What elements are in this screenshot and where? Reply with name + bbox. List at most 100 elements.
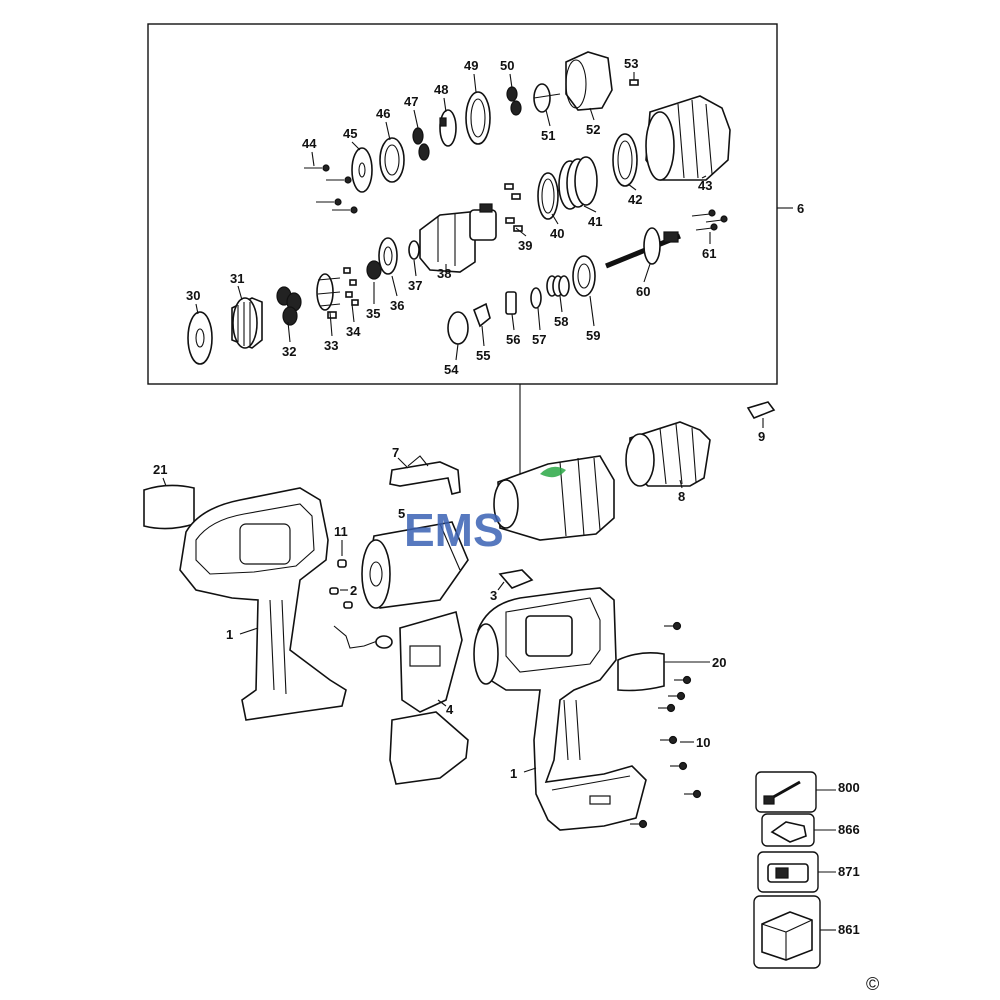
label-5: 5	[398, 506, 405, 521]
part-59-ring	[572, 255, 596, 297]
copyright-symbol: ©	[866, 974, 879, 994]
label-49: 49	[464, 58, 478, 73]
label-21: 21	[153, 462, 167, 477]
part-61-screws	[691, 209, 728, 231]
part-56-lever	[505, 291, 517, 315]
part-33-carrier	[316, 273, 341, 319]
part-57-washer	[530, 287, 542, 309]
label-6: 6	[797, 201, 804, 216]
part-47-planet-gears	[412, 127, 430, 161]
part-20-label-plate	[617, 652, 710, 692]
watermark-logo: EMS	[404, 466, 566, 556]
label-36: 36	[390, 298, 404, 313]
part-60-spindle	[605, 227, 681, 269]
part-53-pin	[629, 79, 639, 86]
label-4: 4	[446, 702, 454, 717]
label-60: 60	[636, 284, 650, 299]
gearbox-labels: 6 30 31 32 33 34 35 36 37 38 39 40 41 42…	[186, 56, 804, 377]
part-8-chuck	[625, 421, 711, 489]
part-40-ring	[537, 172, 559, 220]
part-49-ring-gear	[465, 91, 491, 145]
label-20: 20	[712, 655, 726, 670]
label-43: 43	[698, 178, 712, 193]
part-37-small-washer	[408, 240, 420, 260]
part-1-left-housing	[179, 487, 347, 721]
label-45: 45	[343, 126, 357, 141]
part-41-spring-rings	[558, 156, 598, 210]
kit-item-800: 800	[755, 771, 860, 813]
label-46: 46	[376, 106, 390, 121]
label-53: 53	[624, 56, 638, 71]
label-47: 47	[404, 94, 418, 109]
label-1-body: 1	[510, 766, 517, 781]
part-52-housing-cup	[565, 51, 613, 111]
part-21-label-plate	[143, 477, 195, 530]
label-866: 866	[838, 822, 860, 837]
label-871: 871	[838, 864, 860, 879]
label-37: 37	[408, 278, 422, 293]
gearbox-frame	[147, 23, 778, 385]
label-3: 3	[490, 588, 497, 603]
body-labels: 21 1 11 2 7 5 3 4 8 9 20 10 1	[153, 429, 765, 781]
part-4-switch	[333, 610, 469, 785]
part-43-clutch-collar	[645, 95, 731, 181]
part-3-clip	[497, 569, 534, 591]
label-59: 59	[586, 328, 600, 343]
label-50: 50	[500, 58, 514, 73]
label-34: 34	[346, 324, 361, 339]
part-48-carrier	[439, 109, 457, 147]
watermark-text-ems: EMS	[404, 504, 504, 556]
part-38-gear-housing	[419, 203, 497, 273]
part-54-circlip	[447, 311, 469, 345]
label-54: 54	[444, 362, 459, 377]
part-46-ring	[379, 137, 405, 183]
part-45-washer	[351, 147, 373, 193]
part-10-screws	[630, 621, 702, 829]
part-1-drill-body	[473, 587, 647, 831]
label-800: 800	[838, 780, 860, 795]
part-32-planet-gears	[276, 286, 302, 326]
gearbox-leaders	[195, 72, 711, 361]
part-11-2-screws	[329, 540, 353, 609]
part-5-motor	[361, 521, 469, 609]
part-42-gear-ring	[612, 133, 638, 187]
part-50-planet-gears	[506, 86, 522, 116]
label-44: 44	[302, 136, 317, 151]
label-32: 32	[282, 344, 296, 359]
label-56: 56	[506, 332, 520, 347]
label-38: 38	[437, 266, 451, 281]
label-52: 52	[586, 122, 600, 137]
label-9: 9	[758, 429, 765, 444]
kit-item-866: 866	[761, 813, 860, 847]
label-58: 58	[554, 314, 568, 329]
label-33: 33	[324, 338, 338, 353]
watermark-leaf-icon	[540, 466, 566, 478]
part-7-switch-bracket	[389, 455, 461, 495]
part-39-pins	[504, 183, 523, 232]
label-30: 30	[186, 288, 200, 303]
part-51-carrier	[533, 83, 561, 113]
part-31-ring-gear	[231, 297, 263, 349]
label-61: 61	[702, 246, 716, 261]
label-1-left: 1	[226, 627, 233, 642]
label-7: 7	[392, 445, 399, 460]
label-861: 861	[838, 922, 860, 937]
label-51: 51	[541, 128, 555, 143]
label-35: 35	[366, 306, 380, 321]
part-30-washer	[187, 311, 213, 365]
label-8: 8	[678, 489, 685, 504]
label-10: 10	[696, 735, 710, 750]
part-35-sun-gear	[366, 260, 382, 280]
part-58-spring	[546, 275, 570, 297]
label-42: 42	[628, 192, 642, 207]
part-36-ring	[378, 237, 398, 275]
label-31: 31	[230, 271, 244, 286]
label-11: 11	[334, 524, 348, 539]
label-40: 40	[550, 226, 564, 241]
kit-item-871: 871	[757, 851, 860, 893]
label-41: 41	[588, 214, 602, 229]
label-48: 48	[434, 82, 448, 97]
part-44-screws	[304, 164, 358, 214]
label-2: 2	[350, 583, 357, 598]
